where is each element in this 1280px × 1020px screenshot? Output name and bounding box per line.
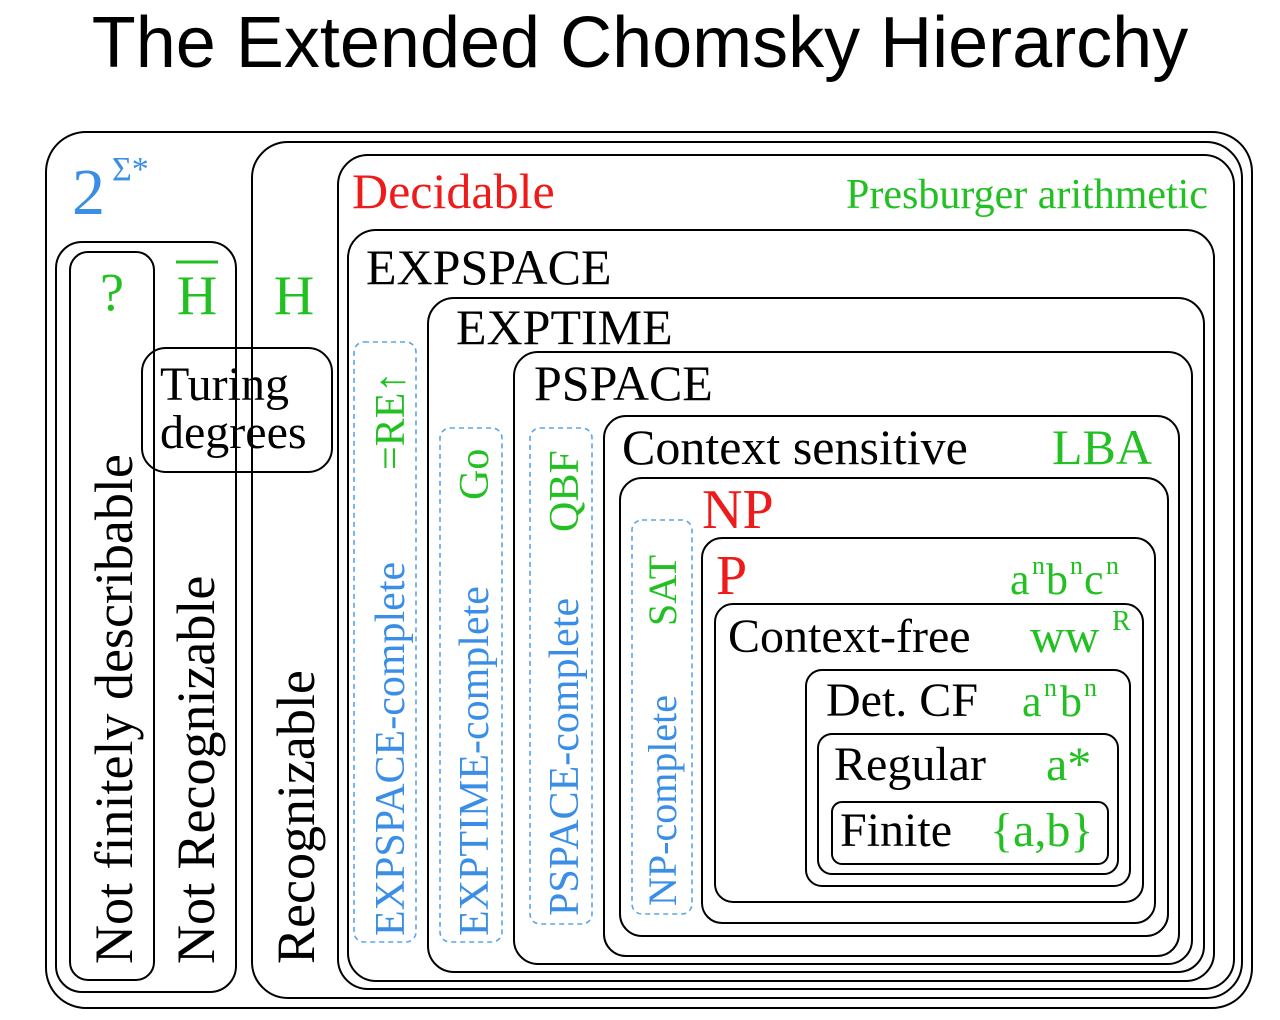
context-sensitive-box — [603, 415, 1180, 957]
p-label: P — [716, 545, 747, 607]
not-recognizable-box — [55, 241, 237, 993]
expspace-label: EXPSPACE — [366, 239, 611, 295]
svg-text:c: c — [1084, 555, 1104, 604]
recognizable-label: Recognizable — [266, 670, 326, 964]
np-complete-box — [631, 519, 693, 915]
anbncn-example: a n b n c n — [1010, 551, 1119, 604]
decidable-label: Decidable — [352, 163, 555, 219]
turing-degrees-line1: Turing — [160, 358, 289, 411]
context-sensitive-label: Context sensitive — [622, 419, 968, 475]
np-complete-label: NP-complete — [640, 695, 685, 906]
anbn-example: a n b n — [1022, 673, 1097, 726]
presburger-label: Presburger arithmetic — [846, 172, 1208, 218]
det-cf-label: Det. CF — [826, 674, 978, 727]
turing-degrees-box — [141, 347, 333, 473]
finite-box — [831, 801, 1109, 865]
svg-text:n: n — [1032, 551, 1045, 580]
pspace-example-label: QBF — [542, 450, 588, 532]
pspace-box — [513, 351, 1193, 965]
np-label: NP — [702, 479, 774, 541]
pspace-complete-label: PSPACE-complete — [542, 598, 588, 916]
svg-text:a: a — [1022, 677, 1042, 726]
expspace-complete-label: EXPSPACE-complete — [368, 562, 414, 936]
finite-label: Finite — [840, 804, 952, 857]
pspace-complete-box — [529, 427, 593, 925]
not-finitely-describable-label: Not finitely describable — [84, 454, 144, 964]
svg-text:b: b — [1060, 677, 1082, 726]
turing-degrees-line2: degrees — [160, 406, 307, 459]
exptime-example-label: Go — [452, 449, 498, 500]
h-label: H — [274, 265, 314, 327]
det-cf-box — [805, 669, 1131, 887]
decidable-box — [337, 154, 1235, 990]
exptime-complete-label: EXPTIME-complete — [452, 586, 498, 936]
p-box — [701, 537, 1156, 924]
wwr-superscript: R — [1112, 606, 1131, 637]
exptime-label: EXPTIME — [456, 299, 673, 355]
exptime-box — [427, 297, 1205, 973]
exptime-complete-box — [439, 427, 503, 943]
page-title: The Extended Chomsky Hierarchy — [91, 3, 1189, 83]
svg-text:n: n — [1084, 673, 1097, 702]
regular-box — [817, 733, 1119, 875]
svg-text:a: a — [1010, 555, 1030, 604]
expspace-example-label: =RE↑ — [368, 372, 414, 470]
h-complement-label: H — [177, 265, 217, 327]
not-recognizable-label: Not Recognizable — [166, 576, 226, 964]
svg-text:b: b — [1046, 555, 1068, 604]
power-set-exponent: Σ* — [112, 151, 149, 188]
power-set-label: 2 — [72, 156, 105, 229]
np-example-label: SAT — [640, 555, 685, 626]
power-set-box — [45, 131, 1253, 1009]
context-free-label: Context-free — [728, 610, 971, 663]
wwr-example: ww — [1030, 610, 1100, 663]
svg-text:n: n — [1044, 673, 1057, 702]
svg-text:n: n — [1106, 551, 1119, 580]
astar-example: a* — [1046, 738, 1091, 791]
expspace-complete-box — [353, 341, 417, 943]
expspace-box — [347, 229, 1215, 982]
lba-label: LBA — [1052, 419, 1152, 475]
regular-label: Regular — [834, 738, 986, 791]
svg-text:n: n — [1070, 551, 1083, 580]
np-box — [619, 477, 1169, 937]
finite-example: {a,b} — [990, 804, 1093, 857]
recognizable-box — [251, 141, 1243, 999]
not-finitely-describable-box — [69, 251, 155, 981]
pspace-label: PSPACE — [534, 355, 713, 411]
context-free-box — [714, 603, 1144, 903]
unknown-example: ? — [100, 262, 124, 322]
